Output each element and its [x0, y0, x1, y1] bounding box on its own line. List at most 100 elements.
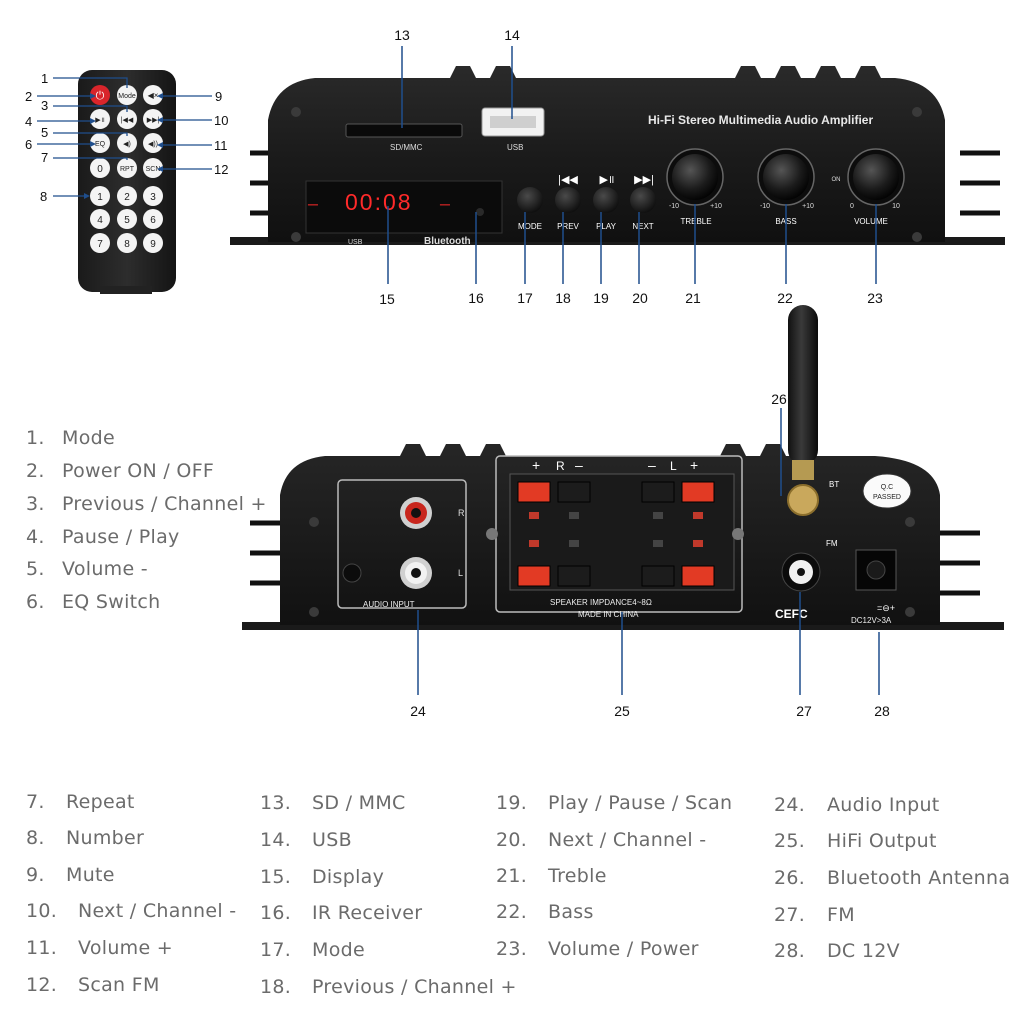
- volume-label: VOLUME: [854, 217, 888, 226]
- sd-slot-label: SD/MMC: [390, 143, 423, 152]
- legend-num: 2.: [26, 460, 45, 482]
- speaker-terminal-hole: [653, 540, 663, 547]
- speaker-terminal-clip[interactable]: [641, 481, 675, 503]
- treble-label: TREBLE: [680, 217, 711, 226]
- legend-label: Number: [66, 827, 145, 849]
- remote-vol-down-button[interactable]: [117, 133, 137, 153]
- volume-min: 0: [850, 203, 854, 210]
- front-mode-button[interactable]: [517, 187, 543, 213]
- remote-play-pause-button[interactable]: [90, 109, 110, 129]
- rca-left-pin: [411, 568, 421, 578]
- screw: [309, 517, 319, 527]
- screw: [912, 232, 922, 242]
- speaker-terminal-clip[interactable]: [517, 481, 551, 503]
- remote-digit-button[interactable]: [90, 186, 110, 206]
- speaker-terminal-clip[interactable]: [557, 565, 591, 587]
- display-dash: ─: [439, 196, 450, 212]
- remote-rpt-button[interactable]: [117, 158, 137, 178]
- remote-digit-button[interactable]: [143, 209, 163, 229]
- remote-prev-button[interactable]: [117, 109, 137, 129]
- remote-digit-button[interactable]: [90, 158, 110, 178]
- legend-item: 20.Next / Channel -: [496, 829, 706, 851]
- legend-num: 14.: [260, 829, 292, 851]
- callout-26: 26: [771, 391, 787, 407]
- speaker-terminal-clip[interactable]: [681, 565, 715, 587]
- remote-digit-button[interactable]: [143, 186, 163, 206]
- remote-digit: 7: [97, 239, 103, 250]
- remote-digit-button[interactable]: [90, 233, 110, 253]
- callout-10: 10: [214, 113, 228, 128]
- next-track-icon: ▶▶|: [634, 174, 654, 186]
- legend-label: IR Receiver: [312, 902, 423, 924]
- legend-num: 3.: [26, 493, 45, 515]
- minus-sign: –: [575, 457, 583, 473]
- bluetooth-antenna[interactable]: [788, 305, 818, 465]
- remote-next-button[interactable]: [143, 109, 163, 129]
- audio-input-label: AUDIO INPUT: [363, 600, 415, 609]
- callout-22: 22: [777, 290, 793, 306]
- bass-knob[interactable]: [763, 154, 809, 200]
- dc-polarity-icon: =⊖+: [877, 603, 895, 613]
- remote-rpt-label: RPT: [120, 166, 135, 173]
- remote-digit-button[interactable]: [143, 233, 163, 253]
- speaker-terminal-clip[interactable]: [517, 565, 551, 587]
- remote-digit: 9: [150, 239, 156, 250]
- plus-sign: +: [532, 457, 540, 473]
- front-play-button[interactable]: [593, 187, 619, 213]
- callout-17: 17: [517, 290, 533, 306]
- front-next-button[interactable]: [630, 187, 656, 213]
- treble-knob[interactable]: [672, 154, 718, 200]
- legend-label: Previous / Channel +: [312, 976, 517, 998]
- screw: [291, 107, 301, 117]
- rear-heatsink-fins: [250, 520, 980, 596]
- legend-label: Mute: [66, 864, 115, 886]
- speaker-terminal-clip[interactable]: [641, 565, 675, 587]
- aux-jack[interactable]: [342, 563, 362, 583]
- remote-vol-up-button[interactable]: [143, 133, 163, 153]
- audio-input-r: R: [458, 508, 465, 518]
- ir-receiver: [476, 208, 484, 216]
- legend-num: 1.: [26, 427, 45, 449]
- screw: [905, 517, 915, 527]
- legend-label: Repeat: [66, 791, 135, 813]
- callout-9: 9: [215, 89, 222, 104]
- volume-knob[interactable]: [853, 154, 899, 200]
- legend-num: 22.: [496, 901, 528, 923]
- speaker-terminal-clip[interactable]: [557, 481, 591, 503]
- remote-mode-button[interactable]: [117, 85, 137, 105]
- prev-track-icon: |◀◀: [558, 174, 578, 186]
- legend-item: 5.Volume -: [26, 558, 148, 580]
- rear-base: [242, 622, 1004, 630]
- speaker-terminals: [517, 481, 715, 587]
- front-prev-button[interactable]: [555, 187, 581, 213]
- remote-digit-button[interactable]: [117, 186, 137, 206]
- remote-digit: 2: [124, 192, 130, 203]
- remote-mode-label: Mode: [118, 93, 136, 100]
- legend-item: 3.Previous / Channel +: [26, 493, 267, 515]
- remote-scn-button[interactable]: [143, 158, 163, 178]
- remote-digit-button[interactable]: [117, 209, 137, 229]
- remote-power-button[interactable]: [90, 85, 110, 105]
- front-callout-lines: [387, 46, 877, 284]
- remote-digit-button[interactable]: [117, 233, 137, 253]
- remote-digit-button[interactable]: [90, 209, 110, 229]
- legend-item: 10.Next / Channel -: [26, 900, 236, 922]
- speaker-terminal-clip[interactable]: [681, 481, 715, 503]
- legend-item: 13.SD / MMC: [260, 792, 406, 814]
- rear-callout-lines: [417, 408, 880, 695]
- remote-eq-button[interactable]: [90, 133, 110, 153]
- speaker-terminal-hole: [569, 540, 579, 547]
- legend-label: DC 12V: [827, 940, 900, 962]
- remote-mute-button[interactable]: [143, 85, 163, 105]
- legend-num: 8.: [26, 827, 45, 849]
- speaker-impedance-note: SPEAKER IMPDANCE4~8Ω: [550, 598, 652, 607]
- sd-card-slot[interactable]: [345, 123, 463, 138]
- speaker-polarity-labels: + R – – L +: [532, 457, 698, 473]
- volume-down-icon: ◀): [123, 141, 131, 148]
- bass-min: -10: [760, 203, 770, 210]
- legend-item: 24.Audio Input: [774, 794, 940, 816]
- callout-19: 19: [593, 290, 609, 306]
- legend-label: SD / MMC: [312, 792, 406, 814]
- legend-item: 17.Mode: [260, 939, 365, 961]
- on-mark: ON: [832, 177, 841, 183]
